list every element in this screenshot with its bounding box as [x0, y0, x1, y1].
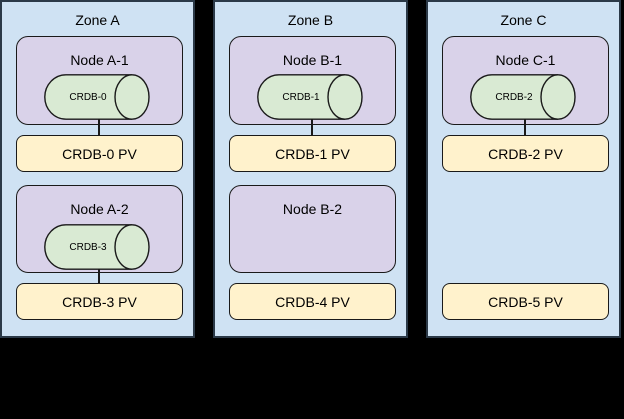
crdb-1-pv-label: CRDB-1 PV	[275, 145, 350, 162]
crdb-2-pv-label: CRDB-2 PV	[488, 145, 563, 162]
crdb-3-store-label: CRDB-3	[69, 241, 107, 253]
crdb-0-store-cylinder-icon: CRDB-0	[44, 74, 150, 120]
zone-b-title: Zone B	[287, 12, 334, 28]
zone-c: Zone C Node C-1 CRDB-2 CRDB-2 PV CRDB-5 …	[426, 0, 621, 338]
crdb-2-store-label: CRDB-2	[495, 91, 533, 103]
crdb-2-pv: CRDB-2 PV	[442, 135, 609, 172]
crdb-5-pv-label: CRDB-5 PV	[488, 293, 563, 310]
crdb-1-store-cylinder-icon: CRDB-1	[257, 74, 363, 120]
connector-crdb-0-to-pv	[98, 102, 100, 147]
node-a-1-label: Node A-1	[70, 52, 129, 68]
crdb-1-pv: CRDB-1 PV	[229, 135, 396, 172]
crdb-1-store-label: CRDB-1	[282, 91, 320, 103]
crdb-5-pv: CRDB-5 PV	[442, 283, 609, 320]
node-c-1-label: Node C-1	[495, 52, 556, 68]
node-b-1-label: Node B-1	[282, 52, 343, 68]
zone-a-title: Zone A	[75, 12, 120, 28]
crdb-0-pv-label: CRDB-0 PV	[62, 145, 137, 162]
crdb-3-pv-label: CRDB-3 PV	[62, 293, 137, 310]
node-b-2: Node B-2	[229, 185, 396, 273]
node-b-2-label: Node B-2	[282, 201, 343, 217]
crdb-3-store-cylinder-icon: CRDB-3	[44, 224, 150, 270]
zone-b: Zone B Node B-1 CRDB-1 CRDB-1 PV Node B-…	[213, 0, 408, 338]
zone-a: Zone A Node A-1 CRDB-0 CRDB-0 PV Node A-…	[0, 0, 195, 338]
crdb-2-store-cylinder-icon: CRDB-2	[470, 74, 576, 120]
connector-crdb-1-to-pv	[311, 102, 313, 147]
crdb-0-pv: CRDB-0 PV	[16, 135, 183, 172]
crdb-0-store-label: CRDB-0	[69, 91, 107, 103]
crdb-4-pv: CRDB-4 PV	[229, 283, 396, 320]
node-a-2-label: Node A-2	[70, 201, 129, 217]
connector-crdb-3-to-pv	[98, 252, 100, 294]
crdb-3-pv: CRDB-3 PV	[16, 283, 183, 320]
zone-c-title: Zone C	[500, 12, 547, 28]
crdb-4-pv-label: CRDB-4 PV	[275, 293, 350, 310]
connector-crdb-2-to-pv	[524, 102, 526, 147]
